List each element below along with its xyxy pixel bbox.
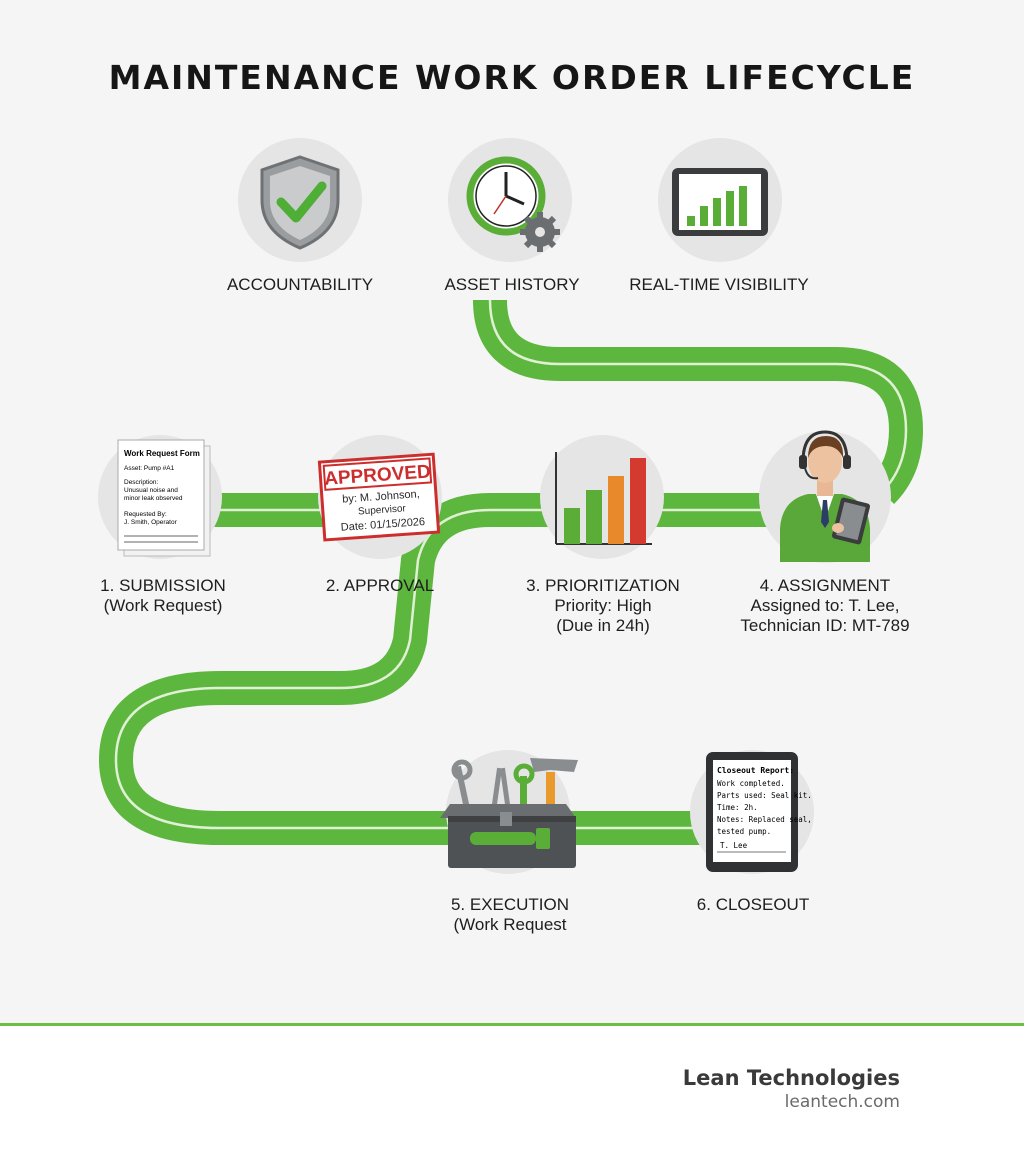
benefit-label-visibility: REAL-TIME VISIBILITY [629,275,809,294]
step-4-detail-2: Technician ID: MT-789 [740,616,910,635]
step-1-detail: (Work Request) [103,596,223,615]
report-line-2: Parts used: Seal kit. [717,791,812,800]
step-3-detail: Priority: High [554,596,652,615]
step-4-title: 4. ASSIGNMENT [759,576,891,595]
brand-url: leantech.com [784,1092,900,1112]
step-5-label: 5. EXECUTION (Work Request [451,895,569,935]
report-line-4: Notes: Replaced seal, [717,815,812,824]
clock-gear-icon [466,156,560,252]
stamp-by: by: M. Johnson, [342,488,420,505]
step-2-title: 2. APPROVAL [325,576,435,595]
step-3-title: 3. PRIORITIZATION [526,576,680,595]
report-title: Closeout Report: [717,766,794,775]
step-3-label: 3. PRIORITIZATION Priority: High (Due in… [526,576,680,636]
tablet-chart-icon [672,168,768,236]
work-request-form-icon: Work Request Form Asset: Pump #A1 Descri… [117,439,211,557]
benefit-label-accountability: ACCOUNTABILITY [226,275,374,294]
form-line-3: Unusual noise and [124,487,178,494]
shield-check-icon [260,155,340,250]
technician-icon [780,430,870,562]
closeout-report-icon: Closeout Report: Work completed. Parts u… [706,752,812,872]
footer-divider [0,1023,1024,1026]
stamp-date: Date: 01/15/2026 [340,516,425,534]
step-5-detail: (Work Request [453,915,567,934]
form-line-6: J. Smith, Operator [124,519,178,526]
toolbox-icon [440,758,578,868]
report-line-3: Time: 2h. [717,803,758,812]
form-line-2: Description: [124,479,159,486]
footer [0,1026,1024,1154]
step-4-label: 4. ASSIGNMENT Assigned to: T. Lee, Techn… [740,576,909,636]
form-line-4: minor leak observed [124,495,183,502]
step-6-label: 6. CLOSEOUT [697,895,809,915]
track-centerline-bottom [114,508,760,830]
track-bottom-loop [99,493,760,845]
form-line-5: Requested By: [124,511,167,518]
brand-name: Lean Technologies [682,1066,900,1090]
step-1-title: 1. SUBMISSION [100,576,226,595]
page-title: MAINTENANCE WORK ORDER LIFECYCLE [108,58,916,97]
form-title: Work Request Form [124,449,200,458]
report-signature: T. Lee [720,841,748,850]
step-3-detail-2: (Due in 24h) [556,616,650,635]
report-line-5: tested pump. [717,827,771,836]
stamp-role: Supervisor [358,503,407,517]
step-5-title: 5. EXECUTION [450,895,570,914]
bar-chart-icon [555,452,652,545]
report-line-1: Work completed. [717,779,785,788]
step-6-title: 6. CLOSEOUT [696,895,810,914]
step-4-detail: Assigned to: T. Lee, [750,596,900,615]
benefit-label-asset-history: ASSET HISTORY [444,275,580,294]
step-2-label: 2. APPROVAL [326,576,434,596]
approved-stamp-icon: APPROVED by: M. Johnson, Supervisor Date… [317,452,441,542]
process-track [99,299,923,845]
form-line-1: Asset: Pump #A1 [124,465,175,472]
step-1-label: 1. SUBMISSION (Work Request) [100,576,226,616]
